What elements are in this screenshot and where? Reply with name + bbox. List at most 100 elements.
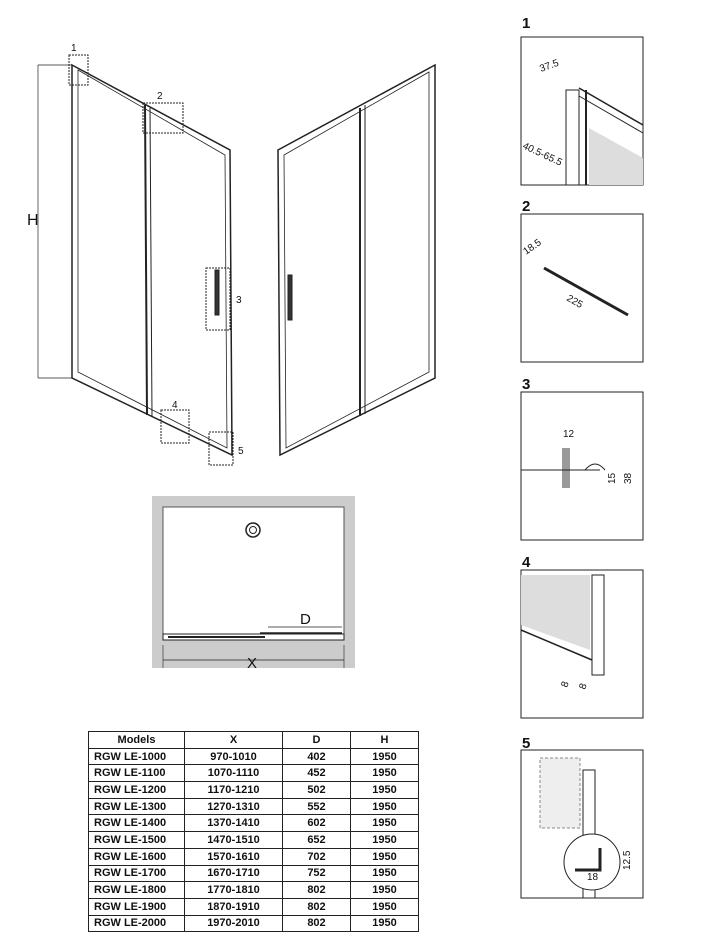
detail-number: 2	[522, 198, 530, 215]
callout-1: 1	[71, 43, 77, 54]
d-cell: 752	[282, 864, 351, 883]
x-cell: 1770-1810	[184, 881, 283, 899]
dimension-label: 18	[587, 872, 599, 883]
x-cell: 1270-1310	[184, 797, 283, 816]
h-cell: 1950	[350, 881, 419, 899]
table-header-row: Models X D H	[88, 731, 419, 749]
h-cell: 1950	[350, 814, 419, 833]
h-cell: 1950	[350, 781, 419, 799]
d-cell: 602	[282, 814, 351, 833]
h-cell: 1950	[350, 864, 419, 883]
detail-3: 3 12 15 38	[520, 376, 644, 541]
model-cell: RGW LE-1900	[88, 897, 185, 916]
detail-number: 4	[522, 554, 531, 571]
dimension-label: 15	[607, 472, 618, 484]
plan-view	[152, 496, 355, 668]
callout-box-5	[208, 431, 234, 466]
header-d: D	[282, 731, 351, 749]
drain-icon	[245, 522, 261, 538]
dimension-label: 8	[577, 682, 589, 691]
x-cell: 970-1010	[184, 747, 283, 766]
width-label: X	[247, 655, 257, 672]
x-cell: 1570-1610	[184, 847, 283, 866]
x-cell: 1170-1210	[184, 781, 283, 799]
x-cell: 1070-1110	[184, 764, 283, 783]
h-cell: 1950	[350, 897, 419, 916]
model-cell: RGW LE-2000	[88, 914, 185, 933]
callout-4: 4	[172, 400, 178, 411]
magnified-inset	[563, 833, 621, 891]
d-cell: 452	[282, 764, 351, 783]
model-cell: RGW LE-1700	[88, 864, 185, 883]
header-h: H	[350, 731, 419, 749]
detail-2: 2 18.5 225	[520, 198, 644, 363]
detail-number: 5	[522, 735, 530, 752]
header-x: X	[184, 731, 283, 749]
d-cell: 802	[282, 897, 351, 916]
model-cell: RGW LE-1500	[88, 831, 185, 849]
h-cell: 1950	[350, 747, 419, 766]
callout-2: 2	[157, 91, 163, 102]
model-cell: RGW LE-1800	[88, 881, 185, 899]
callout-box-3	[205, 267, 231, 331]
x-cell: 1470-1510	[184, 831, 283, 849]
x-cell: 1670-1710	[184, 864, 283, 883]
d-cell: 802	[282, 881, 351, 899]
model-cell: RGW LE-1200	[88, 781, 185, 799]
header-models: Models	[88, 731, 185, 749]
callout-box-4	[160, 409, 190, 444]
front-elevation-left	[37, 54, 234, 466]
detail-4: 4 8 8	[520, 554, 644, 719]
front-elevation-right	[277, 63, 436, 457]
callout-3: 3	[236, 295, 242, 306]
d-cell: 802	[282, 914, 351, 933]
height-label: H	[27, 212, 39, 229]
x-cell: 1870-1910	[184, 897, 283, 916]
door-handle	[287, 274, 293, 321]
h-cell: 1950	[350, 914, 419, 933]
d-cell: 652	[282, 831, 351, 849]
dimension-label: 12	[563, 429, 575, 440]
x-cell: 1370-1410	[184, 814, 283, 833]
h-cell: 1950	[350, 847, 419, 866]
model-cell: RGW LE-1400	[88, 814, 185, 833]
detail-1: 1 37.5 40.5-65.5	[520, 15, 644, 186]
model-cell: RGW LE-1000	[88, 747, 185, 766]
h-cell: 1950	[350, 764, 419, 783]
dimension-label: 12.5	[622, 850, 633, 870]
dimension-label: 8	[559, 680, 571, 689]
model-cell: RGW LE-1300	[88, 797, 185, 816]
detail-number: 1	[522, 15, 530, 32]
dimension-label: 38	[623, 472, 634, 484]
x-cell: 1970-2010	[184, 914, 283, 933]
callout-5: 5	[238, 446, 244, 457]
h-cell: 1950	[350, 797, 419, 816]
d-cell: 552	[282, 797, 351, 816]
d-cell: 502	[282, 781, 351, 799]
model-cell: RGW LE-1100	[88, 764, 185, 783]
callout-box-2	[142, 102, 184, 134]
d-cell: 402	[282, 747, 351, 766]
detail-number: 3	[522, 376, 530, 393]
callout-box-1	[68, 54, 89, 86]
detail-5: 5 18 12.5	[520, 735, 644, 899]
opening-label: D	[300, 611, 311, 628]
shower-tray	[162, 506, 345, 639]
model-cell: RGW LE-1600	[88, 847, 185, 866]
door-handle	[214, 269, 220, 316]
d-cell: 702	[282, 847, 351, 866]
h-cell: 1950	[350, 831, 419, 849]
